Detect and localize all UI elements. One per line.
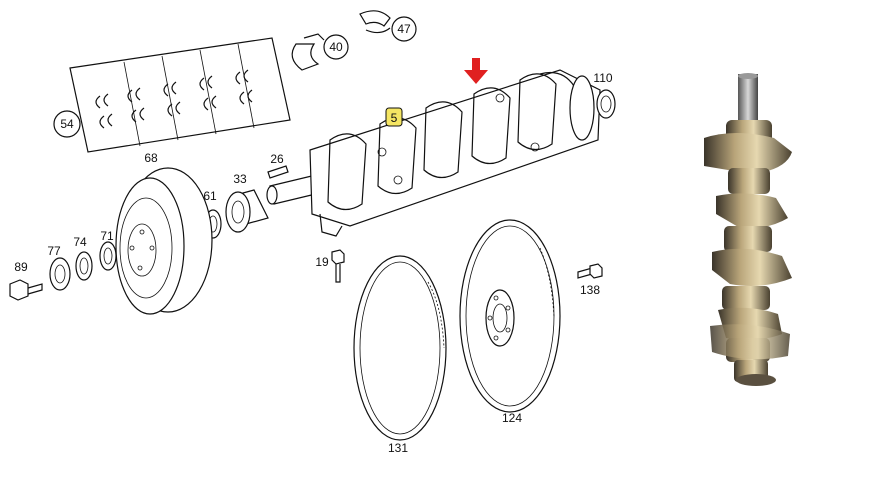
callout-131: 131 [388, 441, 408, 455]
thrust-washer-47 [359, 10, 391, 34]
callout-74: 74 [73, 235, 87, 249]
thrust-bearing-40 [291, 33, 325, 71]
callout-71: 71 [100, 229, 114, 243]
callout-40-circle [323, 34, 349, 60]
washer-77 [49, 257, 71, 291]
washer-74 [75, 251, 93, 281]
callout-68: 68 [144, 151, 158, 165]
callout-138: 138 [580, 283, 600, 297]
callout-26: 26 [270, 152, 284, 166]
red-arrow-icon [464, 58, 488, 84]
callout-5: 5 [391, 111, 398, 125]
callout-54: 54 [60, 117, 74, 131]
bolt-19 [331, 249, 345, 283]
callout-77: 77 [47, 244, 61, 258]
vibration-damper-68 [115, 167, 213, 315]
callout-61: 61 [203, 189, 217, 203]
starter-ring-gear-131 [353, 255, 447, 441]
bearing-shell-set [69, 37, 291, 153]
washer-71 [99, 241, 117, 271]
crankshaft-photo [704, 73, 792, 386]
center-bolt-89 [9, 279, 43, 301]
callout-5-highlight [385, 107, 403, 127]
callout-110: 110 [593, 71, 612, 85]
callout-89: 89 [14, 260, 28, 274]
bolt-138 [577, 263, 603, 279]
callout-19: 19 [315, 255, 329, 269]
woodruff-key-26 [267, 165, 289, 179]
crankshaft-drawing [266, 69, 601, 237]
callout-33: 33 [233, 172, 247, 186]
callout-47-circle [391, 16, 417, 42]
callout-124: 124 [502, 411, 522, 425]
crank-gear-33 [225, 189, 269, 233]
rear-seal-110 [596, 89, 616, 119]
callout-47: 47 [397, 22, 411, 36]
callout-40: 40 [329, 40, 343, 54]
callout-54-circle [53, 110, 81, 138]
flywheel-124 [459, 219, 561, 413]
